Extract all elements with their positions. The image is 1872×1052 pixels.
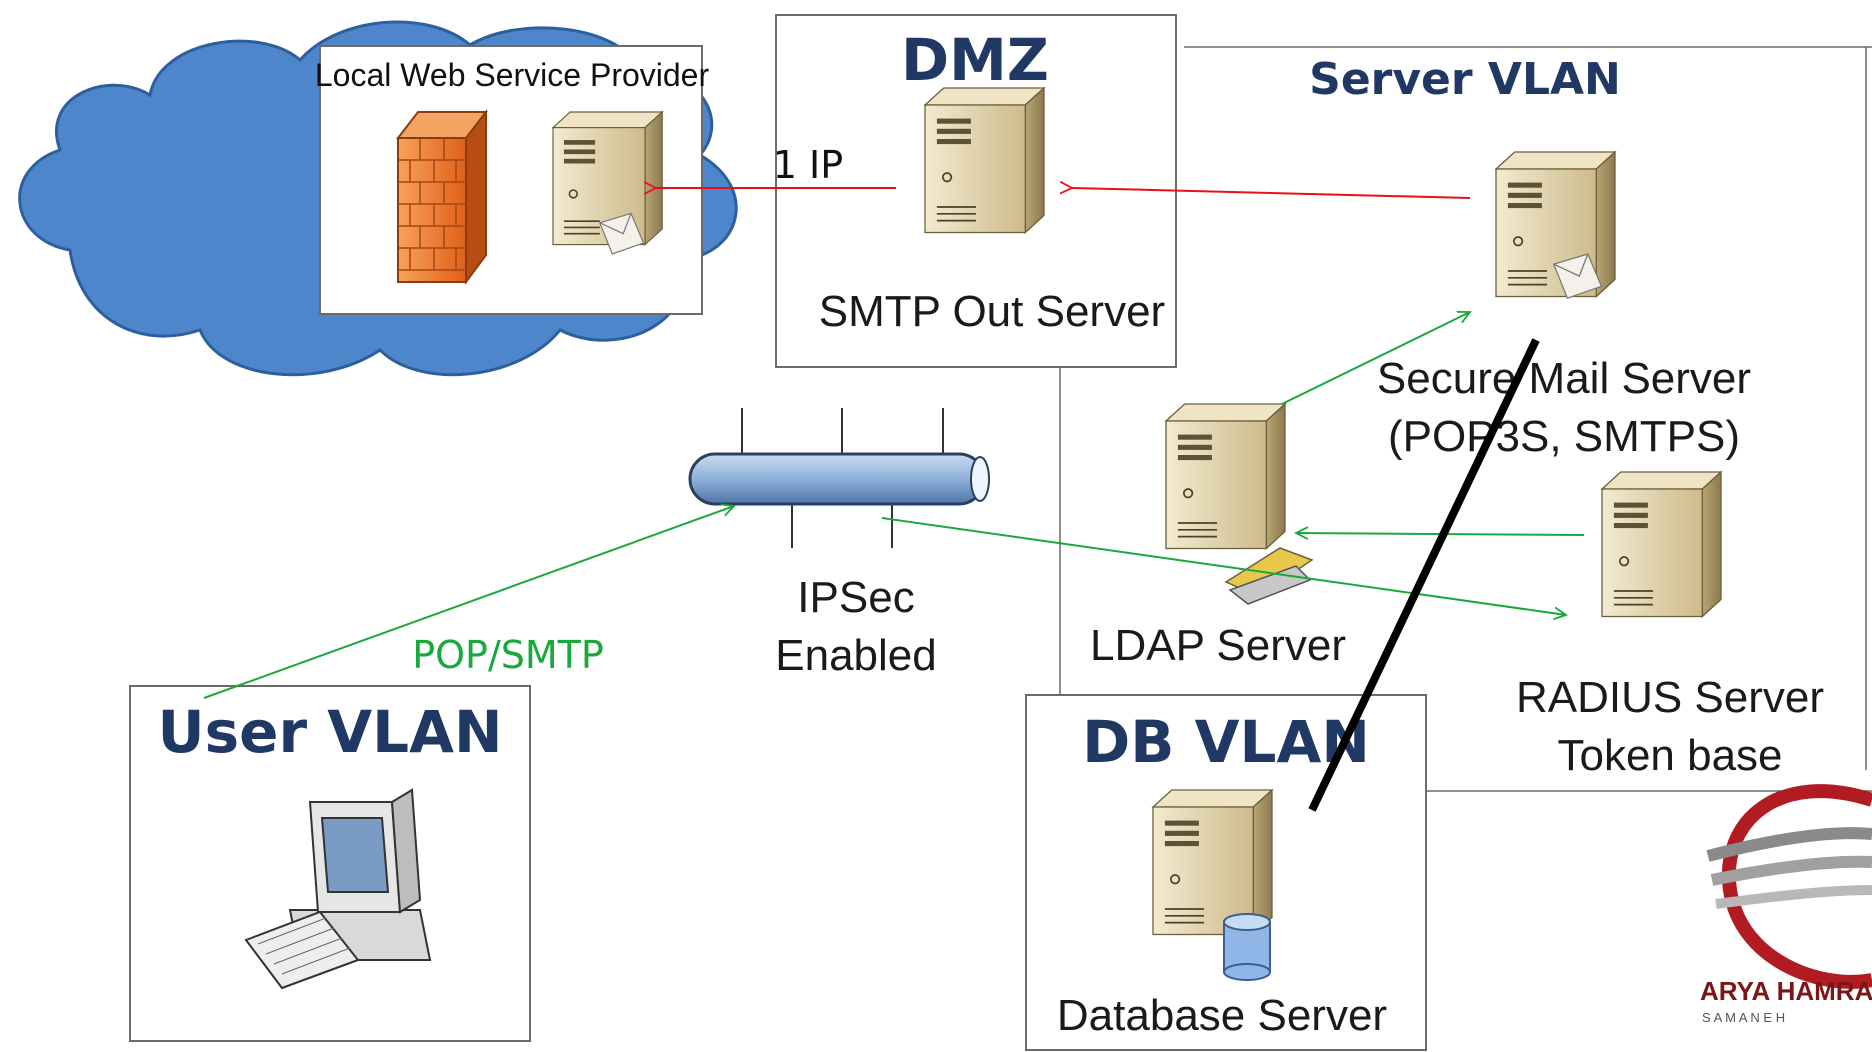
db-vlan-title: DB VLAN — [1082, 708, 1370, 776]
database-cylinder-icon — [1223, 913, 1271, 981]
pop-smtp-label: POP/SMTP — [412, 633, 604, 677]
link-ldap-to-securemail — [1281, 312, 1470, 405]
database-server-icon — [1152, 789, 1273, 936]
ipsec-label-line1: IPSec — [797, 573, 914, 622]
isp-mail-server-icon — [552, 111, 663, 255]
radius-server-icon — [1601, 471, 1722, 618]
secure-mail-server-label-line1: Secure Mail Server — [1377, 354, 1751, 403]
secure-mail-server-icon — [1495, 151, 1616, 299]
ipsec-label-line2: Enabled — [775, 631, 936, 680]
link-db-to-securemail — [1308, 338, 1540, 812]
red-links — [656, 188, 1471, 199]
workstation-icon — [244, 788, 432, 990]
server-vlan-title: Server VLAN — [1309, 54, 1621, 105]
green-links — [203, 312, 1585, 699]
ldap-token-device-icon — [1224, 547, 1314, 605]
one-ip-label: 1 IP — [773, 143, 843, 187]
firewall-icon — [395, 109, 489, 286]
link-user-to-ipsec — [203, 506, 734, 699]
db-vlan-box — [1025, 694, 1427, 1051]
arya-hamra-logo: ARYA HAMRA S A M A N E H — [1700, 784, 1872, 1025]
dmz-title: DMZ — [901, 26, 1049, 94]
link-securemail-to-smtp — [1072, 188, 1471, 199]
logo-name: ARYA HAMRA — [1700, 976, 1872, 1006]
ipsec-bus-icon — [688, 408, 990, 548]
link-ipsec-to-radius — [881, 517, 1566, 615]
database-server-label: Database Server — [1057, 991, 1387, 1040]
radius-server-label-line2: Token base — [1557, 731, 1782, 780]
user-vlan-title: User VLAN — [157, 698, 502, 766]
isp-label: Local Web Service Provider — [315, 57, 710, 93]
ldap-server-icon — [1165, 403, 1286, 550]
secure-mail-server-label-line2: (POP3S, SMTPS) — [1388, 412, 1740, 461]
smtp-out-server-icon — [924, 87, 1045, 234]
smtp-out-server-label: SMTP Out Server — [819, 287, 1165, 336]
radius-server-label-line1: RADIUS Server — [1516, 673, 1824, 722]
logo-sub: S A M A N E H — [1702, 1010, 1785, 1025]
ldap-server-label: LDAP Server — [1090, 621, 1346, 670]
